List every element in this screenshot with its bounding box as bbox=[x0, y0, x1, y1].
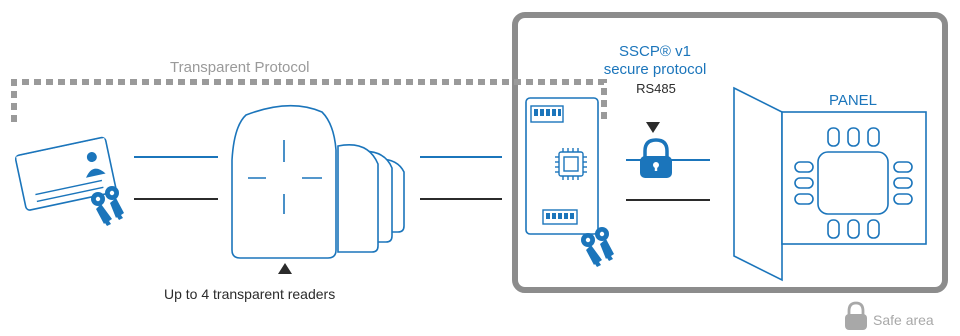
panel-icon bbox=[733, 86, 927, 282]
safe-area-frame bbox=[512, 12, 948, 293]
id-card-icon bbox=[14, 136, 117, 211]
transparent-protocol-path bbox=[11, 79, 607, 122]
transparent-protocol-label: Transparent Protocol bbox=[170, 59, 310, 76]
rs485-label: RS485 bbox=[636, 81, 676, 96]
arrow-down-icon bbox=[646, 122, 660, 133]
readers-caption: Up to 4 transparent readers bbox=[164, 286, 336, 302]
panel-label: PANEL bbox=[828, 92, 878, 109]
sscp-label-line2: secure protocol bbox=[603, 61, 707, 78]
padlock-icon bbox=[640, 138, 672, 178]
arrow-up-icon bbox=[278, 263, 292, 274]
chip-icon bbox=[555, 148, 587, 180]
card-reader-icon bbox=[231, 104, 405, 259]
safe-area-lock-icon bbox=[845, 301, 867, 330]
safe-area-label: Safe area bbox=[873, 312, 934, 328]
sscp-label-line1: SSCP® v1 bbox=[619, 43, 691, 60]
